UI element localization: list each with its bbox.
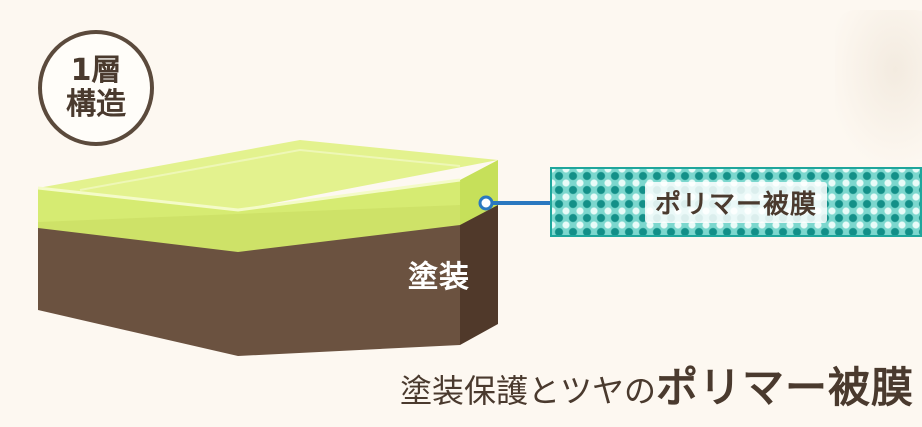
paint-layer-front: [38, 205, 460, 356]
structure-badge: 1層 構造: [38, 30, 154, 146]
tagline-prefix: 塗装保護とツヤの: [399, 372, 656, 410]
polymer-inner-rim: [79, 148, 461, 191]
polymer-edge-highlight: [37, 178, 461, 212]
connector-start-dot: [478, 195, 494, 211]
badge-line-2: 構造: [66, 87, 126, 122]
paint-layer-side: [460, 203, 498, 345]
paint-layer-label: 塗装: [408, 260, 470, 295]
polymer-film-tag: ポリマー被膜: [550, 167, 922, 237]
tagline: 塗装保護とツヤのポリマー被膜: [400, 354, 914, 415]
background-shape: [835, 10, 922, 160]
tagline-emphasis: ポリマー被膜: [655, 363, 914, 412]
polymer-layer-front: [38, 180, 460, 252]
polymer-film-tag-label: ポリマー被膜: [644, 181, 827, 223]
badge-line-1: 1層: [70, 53, 122, 88]
